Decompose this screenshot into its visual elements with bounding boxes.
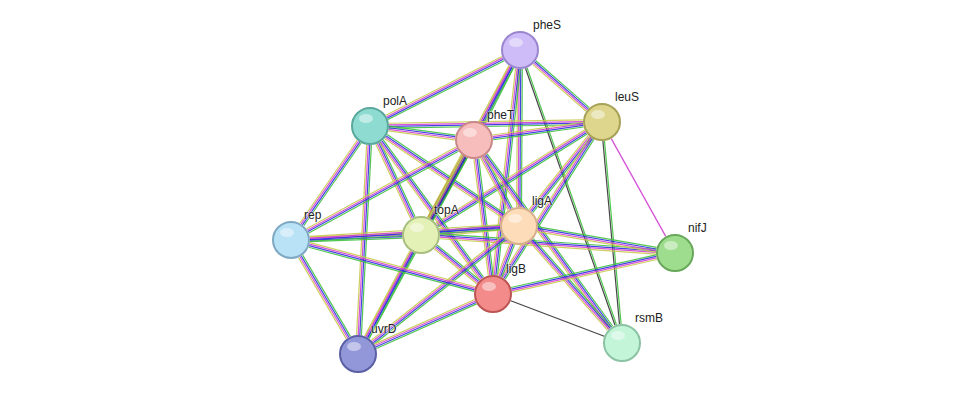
interaction-edge [537, 227, 656, 252]
node-label: ligA [532, 194, 552, 208]
node-label: ligB [506, 262, 526, 276]
evidence-line [538, 227, 657, 248]
evidence-line [519, 69, 521, 207]
evidence-line [533, 64, 586, 111]
evidence-line [511, 255, 656, 288]
interaction-edge [481, 156, 513, 211]
node-label: nifJ [688, 221, 707, 235]
evidence-line [512, 258, 657, 291]
node-label: topA [434, 203, 459, 217]
node-label: leuS [615, 90, 639, 104]
node-highlight [611, 331, 625, 340]
protein-node: leuS [583, 103, 621, 141]
node-highlight [664, 241, 678, 250]
node-label: pheS [533, 18, 561, 32]
evidence-line [538, 230, 657, 251]
evidence-line [389, 120, 583, 123]
evidence-line [308, 150, 458, 232]
protein-node: ligB [474, 275, 512, 313]
evidence-line [611, 139, 666, 237]
protein-node: nifJ [656, 234, 694, 272]
evidence-line [493, 124, 583, 137]
interaction-edge [511, 301, 604, 337]
evidence-line [477, 159, 491, 275]
interaction-edge [529, 135, 592, 212]
evidence-line [521, 69, 523, 207]
node-label: polA [383, 94, 407, 108]
interaction-edge [511, 255, 657, 292]
node-highlight [508, 214, 522, 223]
interaction-edge [533, 61, 590, 112]
evidence-line [374, 300, 474, 345]
interaction-edge [611, 139, 666, 237]
evidence-line [309, 246, 474, 290]
interaction-edge [309, 243, 476, 292]
evidence-line [302, 142, 359, 225]
evidence-line [301, 141, 358, 224]
evidence-line [530, 136, 589, 210]
protein-node: ligA [500, 207, 538, 245]
interaction-edge [440, 234, 656, 254]
protein-node: uvrD [339, 335, 377, 373]
evidence-line [303, 255, 351, 336]
interaction-edge [492, 122, 583, 139]
evidence-line [535, 62, 588, 109]
protein-node: polA [351, 107, 389, 145]
evidence-line [511, 256, 656, 289]
evidence-line [304, 143, 361, 226]
node-label: pheT [487, 108, 514, 122]
evidence-line [309, 247, 474, 291]
evidence-line [310, 243, 475, 287]
evidence-line [493, 125, 583, 138]
node-highlight [280, 228, 294, 237]
evidence-line [603, 141, 620, 324]
evidence-line [389, 129, 455, 138]
evidence-line [534, 63, 587, 110]
node-highlight [410, 223, 424, 232]
interaction-edge [307, 147, 459, 233]
evidence-line [512, 260, 657, 293]
evidence-line [538, 228, 657, 249]
evidence-line [492, 122, 582, 135]
protein-node: topA [402, 216, 440, 254]
interaction-edge [603, 141, 621, 324]
evidence-line [536, 61, 589, 108]
interaction-edge [389, 126, 456, 140]
evidence-line [529, 135, 588, 209]
node-highlight [347, 342, 361, 351]
evidence-line [537, 232, 656, 253]
protein-node: pheS [501, 31, 539, 69]
interaction-edge [530, 239, 612, 331]
evidence-line [299, 258, 347, 339]
node-highlight [359, 114, 373, 123]
interaction-edge [371, 236, 505, 344]
evidence-line [474, 159, 488, 275]
node-highlight [509, 38, 523, 47]
node-highlight [591, 110, 605, 119]
node-label: uvrD [371, 322, 396, 336]
protein-node: rep [272, 221, 310, 259]
evidence-line [605, 141, 622, 324]
node-label: rep [304, 208, 321, 222]
evidence-line [511, 301, 604, 337]
evidence-line [300, 257, 348, 338]
evidence-line [309, 151, 459, 233]
protein-node: pheT [455, 121, 493, 159]
node-highlight [482, 282, 496, 291]
protein-node: rsmB [603, 324, 641, 362]
evidence-line [301, 256, 349, 337]
evidence-line [310, 244, 475, 288]
interaction-edge [299, 255, 351, 339]
node-label: rsmB [635, 311, 663, 325]
interaction-edge [300, 140, 361, 226]
evidence-line [389, 131, 455, 140]
evidence-line [371, 236, 502, 340]
node-highlight [463, 128, 477, 137]
